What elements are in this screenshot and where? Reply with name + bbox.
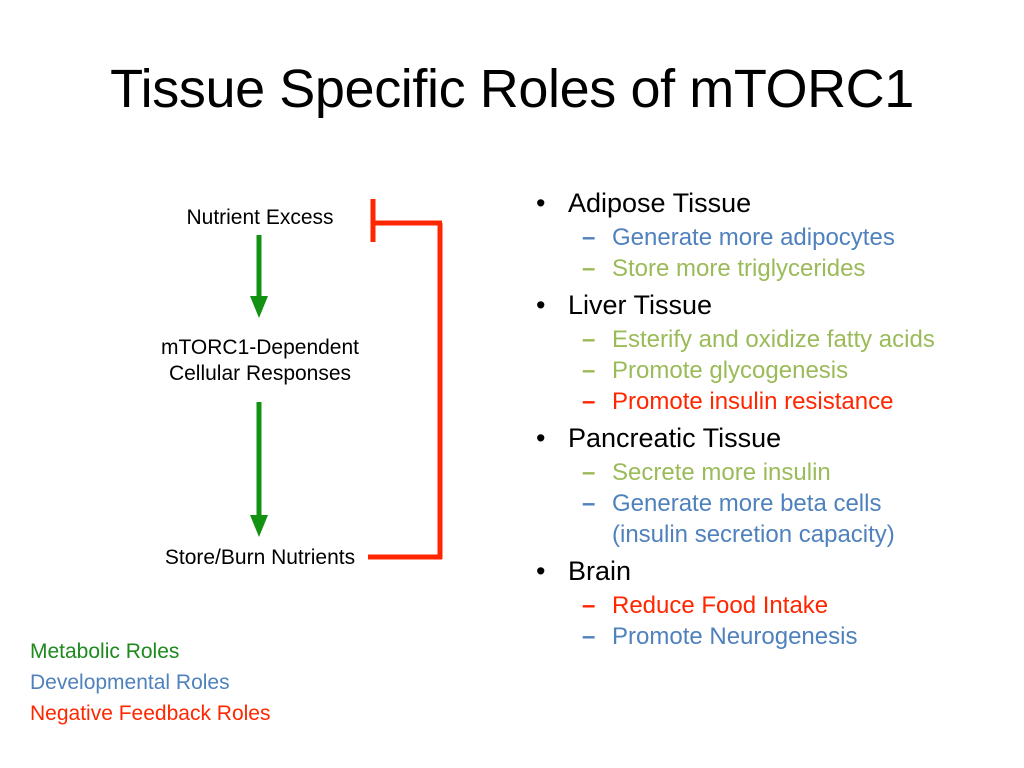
dash-icon: – (582, 255, 596, 282)
page-title: Tissue Specific Roles of mTORC1 (110, 59, 914, 119)
dash-icon: – (582, 357, 596, 384)
section-title-liver: Liver Tissue (568, 290, 713, 320)
list-item-generate-more-beta-cells: – Generate more beta cells (insulin secr… (528, 488, 1008, 550)
dash-icon: – (582, 623, 596, 650)
dash-icon: – (582, 490, 596, 517)
legend-item-developmental: Developmental Roles (30, 667, 270, 698)
section-title-brain: Brain (568, 556, 632, 586)
legend-label-metabolic: Metabolic Roles (30, 640, 180, 663)
bullet-icon: • (536, 290, 546, 320)
bullet-icon: • (536, 188, 546, 218)
sub-item-text: Generate more beta cells (612, 490, 882, 517)
tissue-roles-list: • Adipose Tissue – Generate more adipocy… (528, 182, 1008, 652)
flow-diagram: Nutrient Excess mTORC1-Dependent Cellula… (120, 180, 480, 600)
sub-item-text: Promote glycogenesis (612, 357, 849, 384)
dash-icon: – (582, 326, 596, 353)
legend-label-developmental: Developmental Roles (30, 671, 230, 694)
sub-item-text: Store more triglycerides (612, 255, 866, 282)
legend: Metabolic Roles Developmental Roles Nega… (30, 636, 270, 729)
bullet-icon: • (536, 423, 546, 453)
list-item-generate-more-adipocytes: – Generate more adipocytes (528, 222, 1008, 253)
list-item-liver-tissue: • Liver Tissue (528, 286, 1008, 324)
list-item-brain: • Brain (528, 552, 1008, 590)
sub-item-text: Generate more adipocytes (612, 224, 895, 251)
diagram-node-nutrient-excess: Nutrient Excess (186, 206, 334, 229)
list-item-adipose-tissue: • Adipose Tissue (528, 184, 1008, 222)
sub-item-text: Promote Neurogenesis (612, 623, 858, 650)
sub-item-text: Esterify and oxidize fatty acids (612, 326, 935, 353)
list-item-esterify-oxidize-fatty-acids: – Esterify and oxidize fatty acids (528, 324, 1008, 355)
sub-item-continuation: (insulin secretion capacity) (612, 521, 895, 548)
diagram-arrows (250, 199, 443, 560)
diagram-node-store-burn-nutrients: Store/Burn Nutrients (164, 546, 356, 569)
section-title-pancreatic: Pancreatic Tissue (568, 423, 782, 453)
legend-item-metabolic: Metabolic Roles (30, 636, 270, 667)
list-item-secrete-more-insulin: – Secrete more insulin (528, 457, 1008, 488)
dash-icon: – (582, 592, 596, 619)
red-feedback-inhibition-arrow (368, 199, 443, 560)
list-item-promote-glycogenesis: – Promote glycogenesis (528, 355, 1008, 386)
diagram-node-mtorc1-responses: mTORC1-Dependent Cellular Responses (120, 335, 400, 388)
diagram-node-mtorc1-line1: mTORC1-Dependent (160, 336, 360, 359)
list-item-promote-insulin-resistance: – Promote insulin resistance (528, 386, 1008, 417)
bullet-icon: • (536, 556, 546, 586)
section-title-adipose: Adipose Tissue (568, 188, 752, 218)
list-item-pancreatic-tissue: • Pancreatic Tissue (528, 419, 1008, 457)
sub-item-text: Reduce Food Intake (612, 592, 829, 619)
green-arrow-down-1 (250, 235, 268, 318)
green-arrow-down-2 (250, 402, 268, 537)
dash-icon: – (582, 459, 596, 486)
legend-label-negative-feedback: Negative Feedback Roles (30, 702, 271, 725)
legend-item-negative-feedback: Negative Feedback Roles (30, 698, 270, 729)
list-item-store-more-triglycerides: – Store more triglycerides (528, 253, 1008, 284)
list-item-promote-neurogenesis: – Promote Neurogenesis (528, 621, 1008, 652)
diagram-node-mtorc1-line2: Cellular Responses (168, 362, 352, 386)
dash-icon: – (582, 224, 596, 251)
list-item-reduce-food-intake: – Reduce Food Intake (528, 590, 1008, 621)
dash-icon: – (582, 388, 596, 415)
sub-item-text: Secrete more insulin (612, 459, 831, 486)
sub-item-text: Promote insulin resistance (612, 388, 894, 415)
